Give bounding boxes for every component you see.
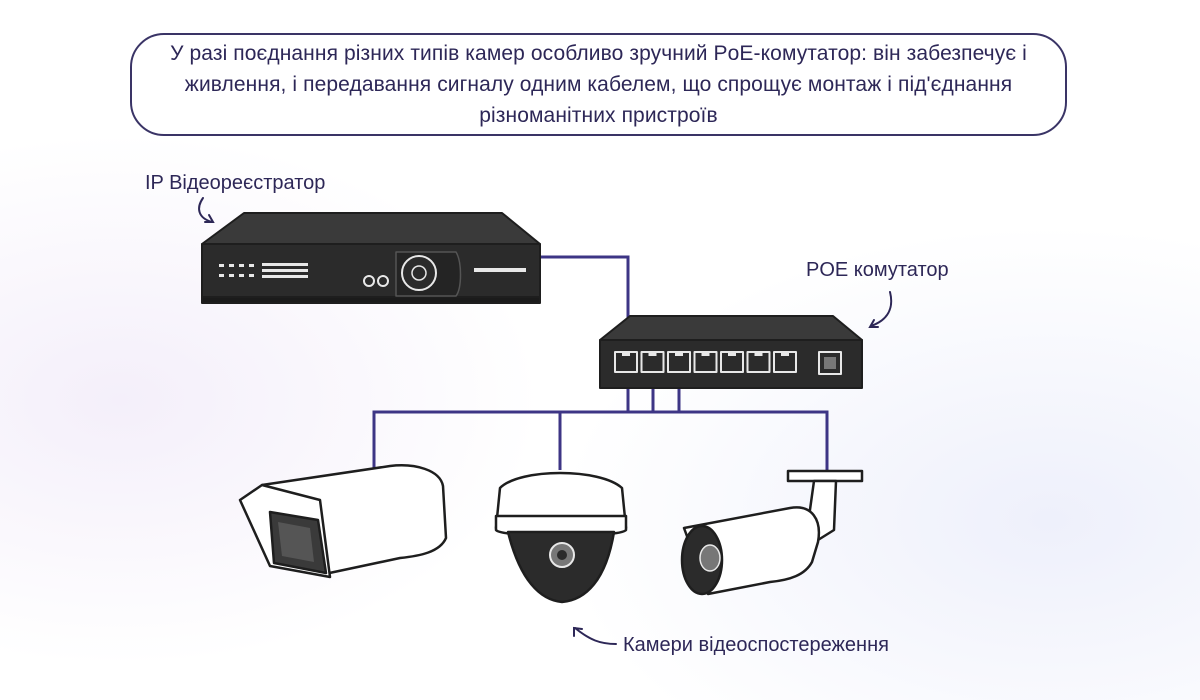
nvr-top <box>201 212 541 245</box>
bullet-camera-lens <box>699 544 721 572</box>
camera-bus-cable <box>372 410 829 472</box>
box-camera <box>238 464 448 579</box>
cameras-label-arrow-head <box>573 626 583 637</box>
nvr-label-arrow <box>198 197 213 223</box>
nvr-jog-center <box>411 265 427 281</box>
nvr-base <box>201 296 541 304</box>
switch-port-tab-2 <box>648 352 657 356</box>
dome-camera-base <box>494 471 628 530</box>
switch-power-port-inner <box>824 357 836 369</box>
dome-camera-lens-center <box>557 550 567 560</box>
nvr-button-2 <box>377 275 389 287</box>
nvr-indicators <box>219 263 308 278</box>
box-camera-glass <box>278 522 314 562</box>
switch-port-tab-3 <box>675 352 683 356</box>
nvr-label: IP Відеореєстратор <box>145 172 326 194</box>
switch-label-arrow-head <box>868 319 879 328</box>
switch-port-tab-6 <box>754 352 763 356</box>
info-note: У разі поєднання різних типів камер особ… <box>130 33 1067 136</box>
bullet-camera-mount-plate <box>786 469 864 483</box>
switch-port-tab-5 <box>728 352 736 356</box>
switch-label: POE комутатор <box>806 259 949 281</box>
nvr-label-arrow-head <box>204 214 215 223</box>
bullet-camera <box>680 469 864 596</box>
switch-port-tab-7 <box>781 352 789 356</box>
switch-top <box>599 315 863 341</box>
poe-switch-device <box>599 315 863 389</box>
nvr-slot <box>474 268 526 272</box>
cameras-label-arrow <box>574 627 617 645</box>
nvr-device <box>201 212 541 304</box>
switch-label-arrow <box>870 291 893 327</box>
switch-port-tab-1 <box>622 352 630 356</box>
cameras-label: Камери відеоспостереження <box>623 634 889 656</box>
annotation-arrows <box>198 197 893 645</box>
info-note-text: У разі поєднання різних типів камер особ… <box>170 42 1027 127</box>
dome-camera <box>494 471 628 604</box>
nvr-button-1 <box>363 275 375 287</box>
switch-port-tab-4 <box>701 352 710 356</box>
switch-ports <box>614 351 797 373</box>
